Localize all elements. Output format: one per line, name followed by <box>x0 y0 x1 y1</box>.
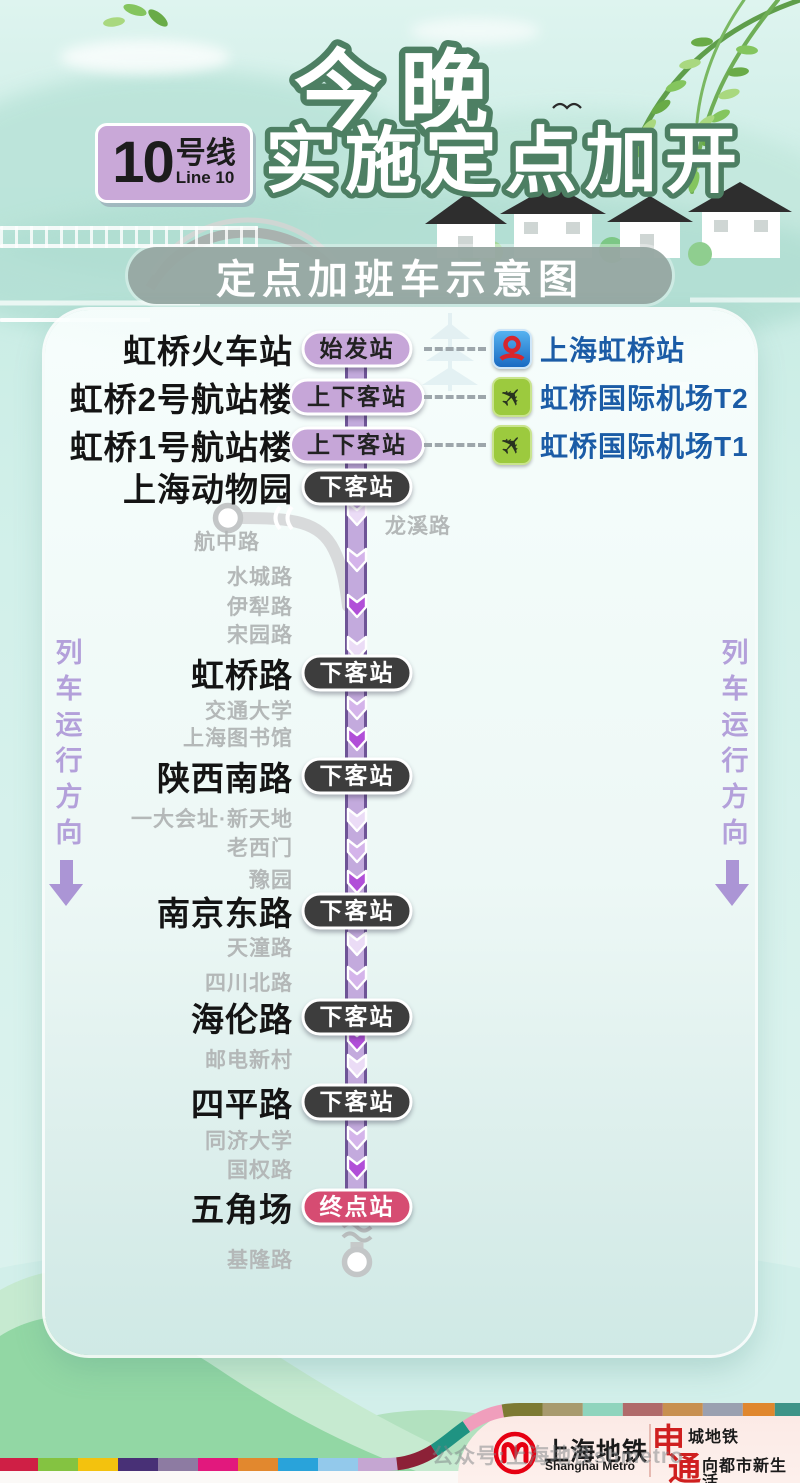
line-number: 10 <box>112 130 174 195</box>
cloud-shape <box>60 40 230 74</box>
line-chevron-icon <box>346 695 367 721</box>
skipped-station-label: 邮电新村 <box>205 1049 293 1072</box>
headline-title: 实施定点加开 <box>265 122 745 202</box>
slogan-char-tong: 通 <box>668 1450 701 1483</box>
cloud-shape <box>410 18 540 44</box>
line-10-badge: 10 号线 Line 10 <box>95 123 253 203</box>
station-badge: 下客站 <box>301 998 413 1036</box>
header-titles: 今晚 实施定点加开 <box>259 36 745 208</box>
direction-label-left: 列车运行方向 <box>48 638 84 906</box>
line-chevron-icon <box>346 1053 367 1079</box>
skipped-station-label: 一大会址·新天地 <box>131 808 293 831</box>
station-name: 虹桥2号航站楼 <box>69 381 293 418</box>
line-chevron-icon <box>346 807 367 833</box>
slogan-char-shen: 申 <box>652 1422 685 1459</box>
station-name: 上海动物园 <box>123 471 293 508</box>
station-name: 五角场 <box>191 1191 293 1228</box>
line-name-en: Line 10 <box>175 167 235 187</box>
station-name: 南京东路 <box>157 895 293 932</box>
station-badge: 终点站 <box>301 1188 413 1226</box>
station-badge: 下客站 <box>301 1083 413 1121</box>
metro-brand-cn: 上海地铁 <box>544 1438 649 1466</box>
hub-connector <box>424 395 486 399</box>
hub-label: 上海虹桥站 <box>540 335 686 366</box>
skipped-station-label: 宋园路 <box>227 624 293 647</box>
line-chevron-icon <box>346 965 367 991</box>
skipped-station-label: 豫园 <box>249 869 293 892</box>
skipped-station-label: 基隆路 <box>227 1249 293 1272</box>
line-chevron-icon <box>346 1155 367 1181</box>
direction-arrow <box>59 860 73 884</box>
shanghai-metro-logo <box>493 1431 537 1475</box>
station-badge: 下客站 <box>301 654 413 692</box>
diagram-title-pill: 定点加班车示意图 <box>128 247 672 304</box>
line-chevron-icon <box>346 838 367 864</box>
station-badge: 下客站 <box>301 892 413 930</box>
birds-illustration <box>459 102 582 152</box>
station-name: 海伦路 <box>191 1001 293 1038</box>
skipped-station-label: 交通大学 <box>205 700 293 723</box>
skipped-station-label: 航中路 <box>194 531 260 554</box>
line-chevron-icon <box>346 635 367 661</box>
station-badge: 上下客站 <box>289 426 425 464</box>
hub-label: 虹桥国际机场T1 <box>540 431 749 462</box>
hub-connector <box>424 443 486 447</box>
station-name: 虹桥火车站 <box>123 333 293 370</box>
skipped-station-label: 水城路 <box>227 566 293 589</box>
railway-icon <box>492 329 532 369</box>
line-chevron-icon <box>346 931 367 957</box>
direction-text: 列车运行方向 <box>717 638 748 854</box>
line-chevron-icon <box>346 547 367 573</box>
station-badge: 下客站 <box>301 468 413 506</box>
station-name: 四平路 <box>191 1086 293 1123</box>
slogan-line1: 城地铁 <box>688 1429 740 1446</box>
branch-to-hangzhonglu <box>212 502 354 612</box>
hub-label: 虹桥国际机场T2 <box>540 383 749 414</box>
line-chevron-icon <box>346 726 367 752</box>
station-name: 虹桥1号航站楼 <box>69 429 293 466</box>
footer-divider <box>649 1424 651 1477</box>
skipped-station-label: 上海图书馆 <box>183 727 293 750</box>
panel-watermark-art <box>422 313 722 401</box>
willow-illustration <box>103 0 800 194</box>
skipped-station-label: 龙溪路 <box>385 515 451 538</box>
station-name: 虹桥路 <box>191 657 293 694</box>
direction-text: 列车运行方向 <box>51 638 82 854</box>
line-chevron-icon <box>346 1125 367 1151</box>
line-chevron-icon <box>346 501 367 527</box>
skipped-station-label: 同济大学 <box>205 1130 293 1153</box>
skipped-station-label: 天潼路 <box>227 937 293 960</box>
station-badge: 下客站 <box>301 757 413 795</box>
skipped-station-label: 老西门 <box>227 837 293 860</box>
skipped-station-label: 四川北路 <box>205 972 293 995</box>
slogan-line2: 向都市新生活 <box>702 1458 788 1483</box>
wechat-watermark: 公众号:上海地铁shmetro <box>432 1445 684 1468</box>
station-badge: 始发站 <box>301 330 413 368</box>
airport-icon: ✈ <box>492 425 532 465</box>
fence-rail <box>0 318 70 322</box>
direction-label-right: 列车运行方向 <box>714 638 750 906</box>
skipped-station-label: 国权路 <box>227 1159 293 1182</box>
tonight-title: 今晚 <box>294 42 506 141</box>
station-name: 陕西南路 <box>157 760 293 797</box>
airport-icon: ✈ <box>492 377 532 417</box>
line-chevron-icon <box>346 593 367 619</box>
line-name-cn: 号线 <box>175 136 236 170</box>
line-chevron-icon <box>346 869 367 895</box>
station-badge: 上下客站 <box>289 378 425 416</box>
metro-brand-en: Shanghai Metro <box>545 1459 636 1473</box>
hub-connector <box>424 347 486 351</box>
fence-posts <box>0 226 258 248</box>
skipped-station-label: 伊犁路 <box>227 596 293 619</box>
direction-arrow <box>725 860 739 884</box>
